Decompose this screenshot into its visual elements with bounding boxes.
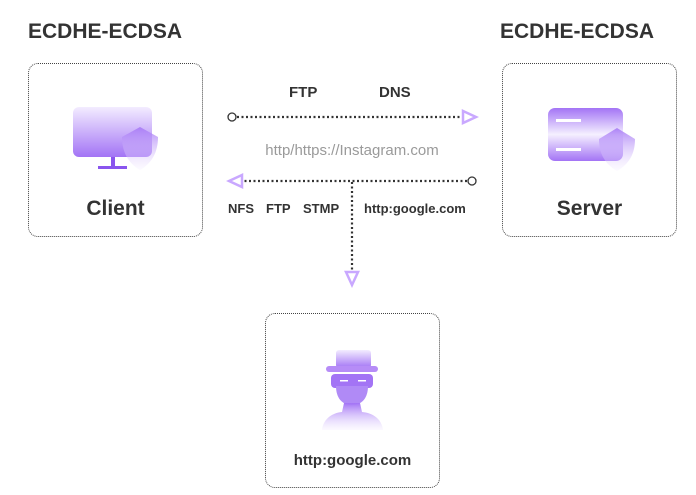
server-node[interactable]: Server <box>502 63 677 237</box>
spy-icon <box>322 350 383 430</box>
attacker-node[interactable]: http:google.com <box>265 313 440 488</box>
monitor-icon <box>73 107 158 170</box>
bottom-arrow <box>226 173 477 288</box>
bottom-label-ftp: FTP <box>266 201 291 216</box>
top-label-ftp: FTP <box>289 84 318 101</box>
bottom-label-stmp: STMP <box>303 201 340 216</box>
top-label-dns: DNS <box>379 84 411 101</box>
attacker-label: http:google.com <box>293 452 412 469</box>
arrowhead-left-icon <box>226 173 244 189</box>
right-title: ECDHE-ECDSA <box>500 20 655 43</box>
arrowhead-down-icon <box>344 270 360 288</box>
shield-icon <box>599 128 635 171</box>
client-node[interactable]: Client <box>28 63 203 237</box>
client-label: Client <box>86 197 145 220</box>
shield-icon <box>122 127 158 170</box>
middle-url-text: http/https://Instagram.com <box>265 142 439 159</box>
left-title: ECDHE-ECDSA <box>28 20 183 43</box>
top-arrow <box>227 109 479 125</box>
server-label: Server <box>556 197 623 220</box>
bottom-label-nfs: NFS <box>228 201 254 216</box>
bottom-label-url: http:google.com <box>364 201 466 216</box>
server-icon <box>548 108 635 171</box>
arrowhead-right-icon <box>461 109 479 125</box>
